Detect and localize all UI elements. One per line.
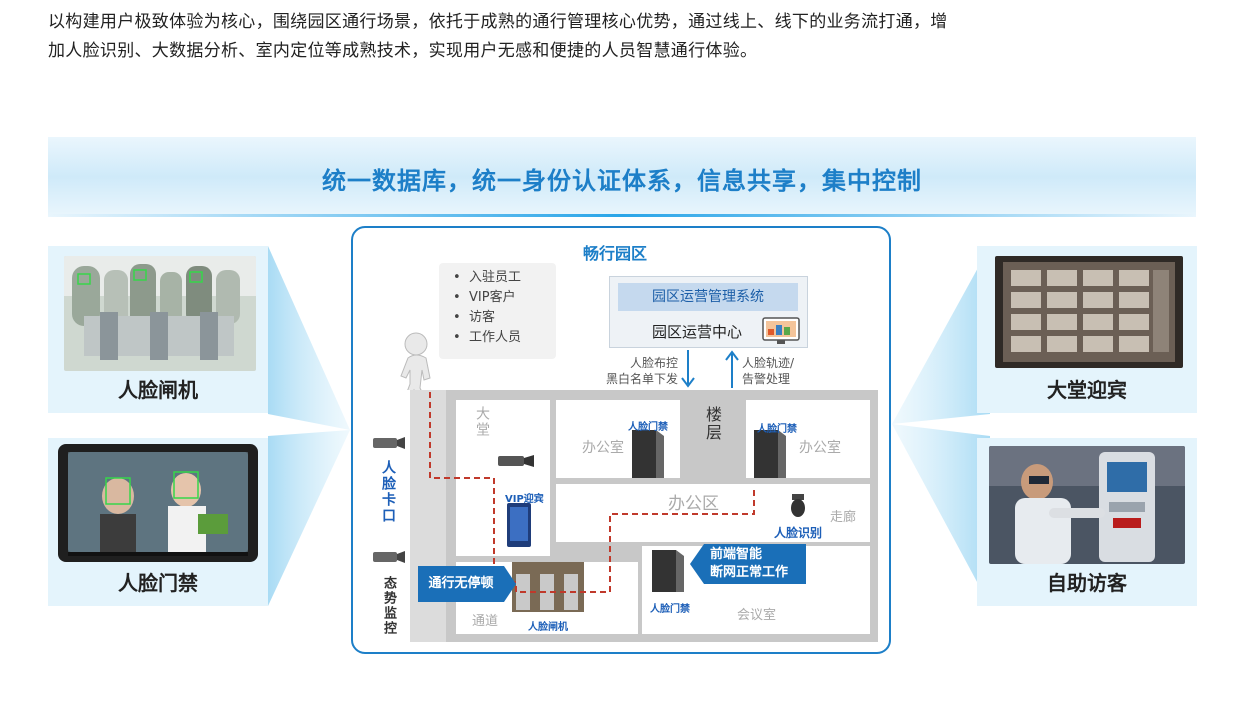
meeting-label: 会议室 — [737, 608, 777, 623]
edge-smart-line-1: 前端智能 — [710, 547, 763, 562]
nonstop-callout: 通行无停顿 — [418, 566, 504, 602]
callout-arrow-icon — [504, 566, 516, 602]
face-gate-label: 人脸闸机 — [118, 378, 198, 402]
face-gate-photo — [64, 256, 256, 371]
dome-camera-icon — [791, 494, 805, 517]
face-door-label: 人脸门禁 — [118, 571, 198, 595]
down-flow-text: 人脸布控 黑白名单下发 — [605, 356, 678, 386]
monitor-icon — [762, 317, 800, 344]
self-visitor-label: 自助访客 — [1047, 571, 1127, 595]
face-door-device-icon — [754, 430, 786, 478]
people-item: 工作人员 — [453, 328, 556, 348]
vip-screen-icon — [507, 503, 531, 547]
face-checkpoint-label: 人脸卡口 — [380, 460, 396, 524]
intro-line-1: 以构建用户极致体验为核心，围绕园区通行场景，依托于成熟的通行管理核心优势，通过线… — [48, 12, 948, 32]
face-door-label-1: 人脸门禁 — [628, 422, 668, 433]
people-list: 入驻员工 VIP客户 访客 工作人员 — [439, 263, 556, 359]
self-visitor-photo — [989, 446, 1185, 564]
right-connector — [892, 246, 990, 606]
banner: 统一数据库，统一身份认证体系，信息共享，集中控制 — [48, 137, 1196, 217]
intro-line-2: 加人脸识别、大数据分析、室内定位等成熟技术，实现用户无感和便捷的人员智慧通行体验… — [48, 41, 758, 61]
situation-monitor-label: 态势监控 — [381, 576, 396, 636]
lobby-welcome-photo — [995, 256, 1183, 368]
face-door-device-icon — [652, 550, 684, 592]
edge-smart-line-2: 断网正常工作 — [710, 565, 789, 580]
passage-label: 通道 — [472, 614, 499, 629]
card-face-door[interactable]: 人脸门禁 — [48, 438, 268, 606]
card-lobby-welcome[interactable]: 大堂迎宾 — [977, 246, 1197, 413]
face-door-label-2: 人脸门禁 — [757, 424, 797, 435]
system-title: 园区运营管理系统 — [618, 283, 798, 311]
left-strip — [366, 390, 410, 642]
people-item: VIP客户 — [453, 288, 556, 308]
edge-smart-callout: 前端智能 断网正常工作 — [704, 544, 806, 584]
lobby-label: 大堂 — [474, 406, 490, 438]
lobby-welcome-label: 大堂迎宾 — [1047, 378, 1127, 402]
walk-path — [429, 392, 755, 593]
operations-system-box[interactable]: 园区运营管理系统 园区运营中心 — [609, 276, 808, 348]
left-connector — [268, 246, 350, 606]
office-a-label: 办公室 — [582, 440, 624, 456]
camera-icon — [498, 455, 534, 467]
person-icon — [400, 332, 431, 401]
people-item: 访客 — [453, 308, 556, 328]
office-b-label: 办公室 — [799, 440, 841, 456]
face-door-device-icon — [632, 430, 664, 478]
down-arrow-icon — [681, 350, 695, 388]
people-item: 入驻员工 — [453, 268, 556, 288]
floor-label: 楼层 — [703, 406, 722, 442]
vip-label: VIP迎宾 — [505, 494, 544, 505]
face-recognition-label: 人脸识别 — [774, 526, 823, 540]
up-flow-text: 人脸轨迹/ 告警处理 — [742, 356, 795, 386]
corridor-label: 走廊 — [830, 510, 857, 525]
office-area-label: 办公区 — [668, 494, 719, 514]
card-face-gate[interactable]: 人脸闸机 — [48, 246, 268, 413]
operations-center-label: 园区运营中心 — [652, 323, 743, 341]
card-self-visitor[interactable]: 自助访客 — [977, 438, 1197, 606]
face-door-photo — [58, 444, 258, 562]
callout-arrow-icon — [690, 544, 704, 584]
camera-icon — [373, 551, 405, 563]
camera-icon — [373, 437, 405, 449]
up-arrow-icon — [725, 350, 739, 388]
banner-title: 统一数据库，统一身份认证体系，信息共享，集中控制 — [322, 167, 922, 195]
face-door-label-3: 人脸门禁 — [650, 604, 690, 615]
intro-paragraph: 以构建用户极致体验为核心，围绕园区通行场景，依托于成熟的通行管理核心优势，通过线… — [48, 8, 1218, 66]
room-lobby — [456, 400, 550, 556]
diagram-title: 畅行园区 — [583, 244, 648, 263]
gate-label: 人脸闸机 — [528, 622, 568, 633]
